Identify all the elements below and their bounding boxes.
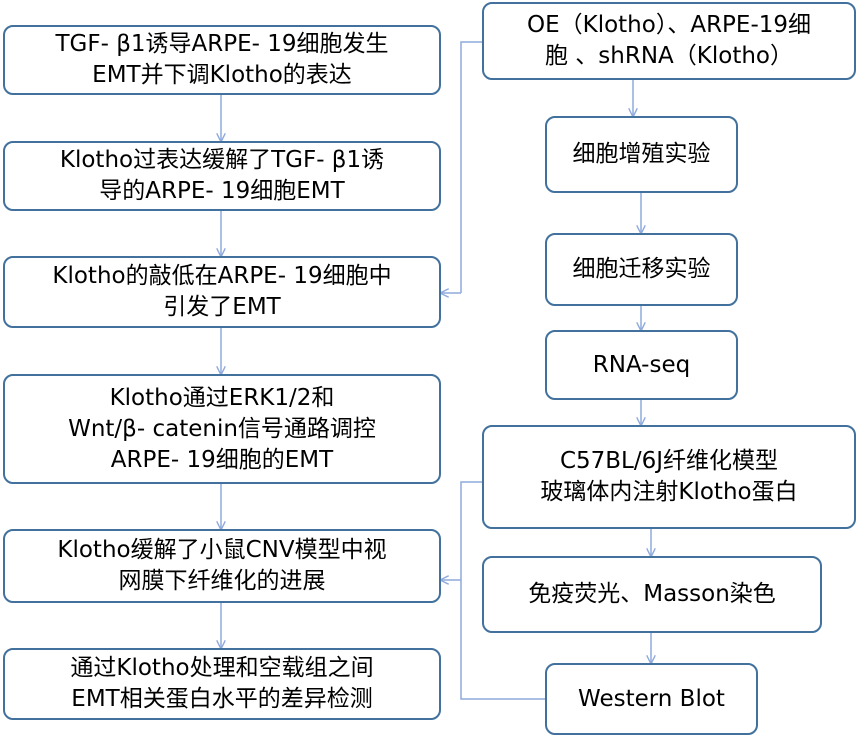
right-box-4-text: RNA-seq (592, 351, 691, 378)
right-box-7-text: Western Blot (578, 685, 725, 712)
right-box-6-text: 免疫荧光、Masson染色 (528, 581, 776, 607)
left-box-1: TGF- β1诱导ARPE- 19细胞发生 EMT并下调Klotho的表达 (3, 25, 441, 95)
left-box-5: Klotho缓解了小鼠CNV模型中视 网膜下纤维化的进展 (3, 529, 441, 603)
left-box-1-text: TGF- β1诱导ARPE- 19细胞发生 EMT并下调Klotho的表达 (55, 31, 389, 88)
left-box-2: Klotho过表达缓解了TGF- β1诱 导的ARPE- 19细胞EMT (3, 141, 441, 211)
right-box-6: 免疫荧光、Masson染色 (482, 556, 822, 633)
right-box-2-text: 细胞增殖实验 (572, 141, 711, 167)
bracket-upper (460, 41, 482, 293)
left-box-3: Klotho的敲低在ARPE- 19细胞中 引发了EMT (3, 256, 441, 328)
right-box-7: Western Blot (545, 663, 758, 735)
right-box-1-text: OE（Klotho）、ARPE-19细 胞 、shRNA（Klotho） (526, 12, 812, 69)
left-box-6-text: 通过Klotho处理和空载组之间 EMT相关蛋白水平的差异检测 (70, 655, 374, 712)
right-box-2: 细胞增殖实验 (545, 116, 738, 193)
left-box-3-text: Klotho的敲低在ARPE- 19细胞中 引发了EMT (52, 263, 392, 320)
right-box-5: C57BL/6J纤维化模型 玻璃体内注射Klotho蛋白 (482, 425, 856, 529)
right-box-1: OE（Klotho）、ARPE-19细 胞 、shRNA（Klotho） (482, 2, 856, 80)
right-box-4: RNA-seq (545, 330, 738, 400)
left-box-4-text: Klotho通过ERK1/2和 Wnt/β- catenin信号通路调控 ARP… (68, 384, 376, 473)
bracket-lower (460, 481, 545, 700)
left-box-2-text: Klotho过表达缓解了TGF- β1诱 导的ARPE- 19细胞EMT (59, 147, 385, 204)
right-box-3: 细胞迁移实验 (545, 233, 738, 306)
right-box-3-text: 细胞迁移实验 (572, 256, 711, 282)
left-box-4: Klotho通过ERK1/2和 Wnt/β- catenin信号通路调控 ARP… (3, 374, 441, 484)
right-box-5-text: C57BL/6J纤维化模型 玻璃体内注射Klotho蛋白 (540, 448, 798, 505)
left-box-5-text: Klotho缓解了小鼠CNV模型中视 网膜下纤维化的进展 (57, 537, 387, 594)
left-box-6: 通过Klotho处理和空载组之间 EMT相关蛋白水平的差异检测 (3, 648, 441, 720)
